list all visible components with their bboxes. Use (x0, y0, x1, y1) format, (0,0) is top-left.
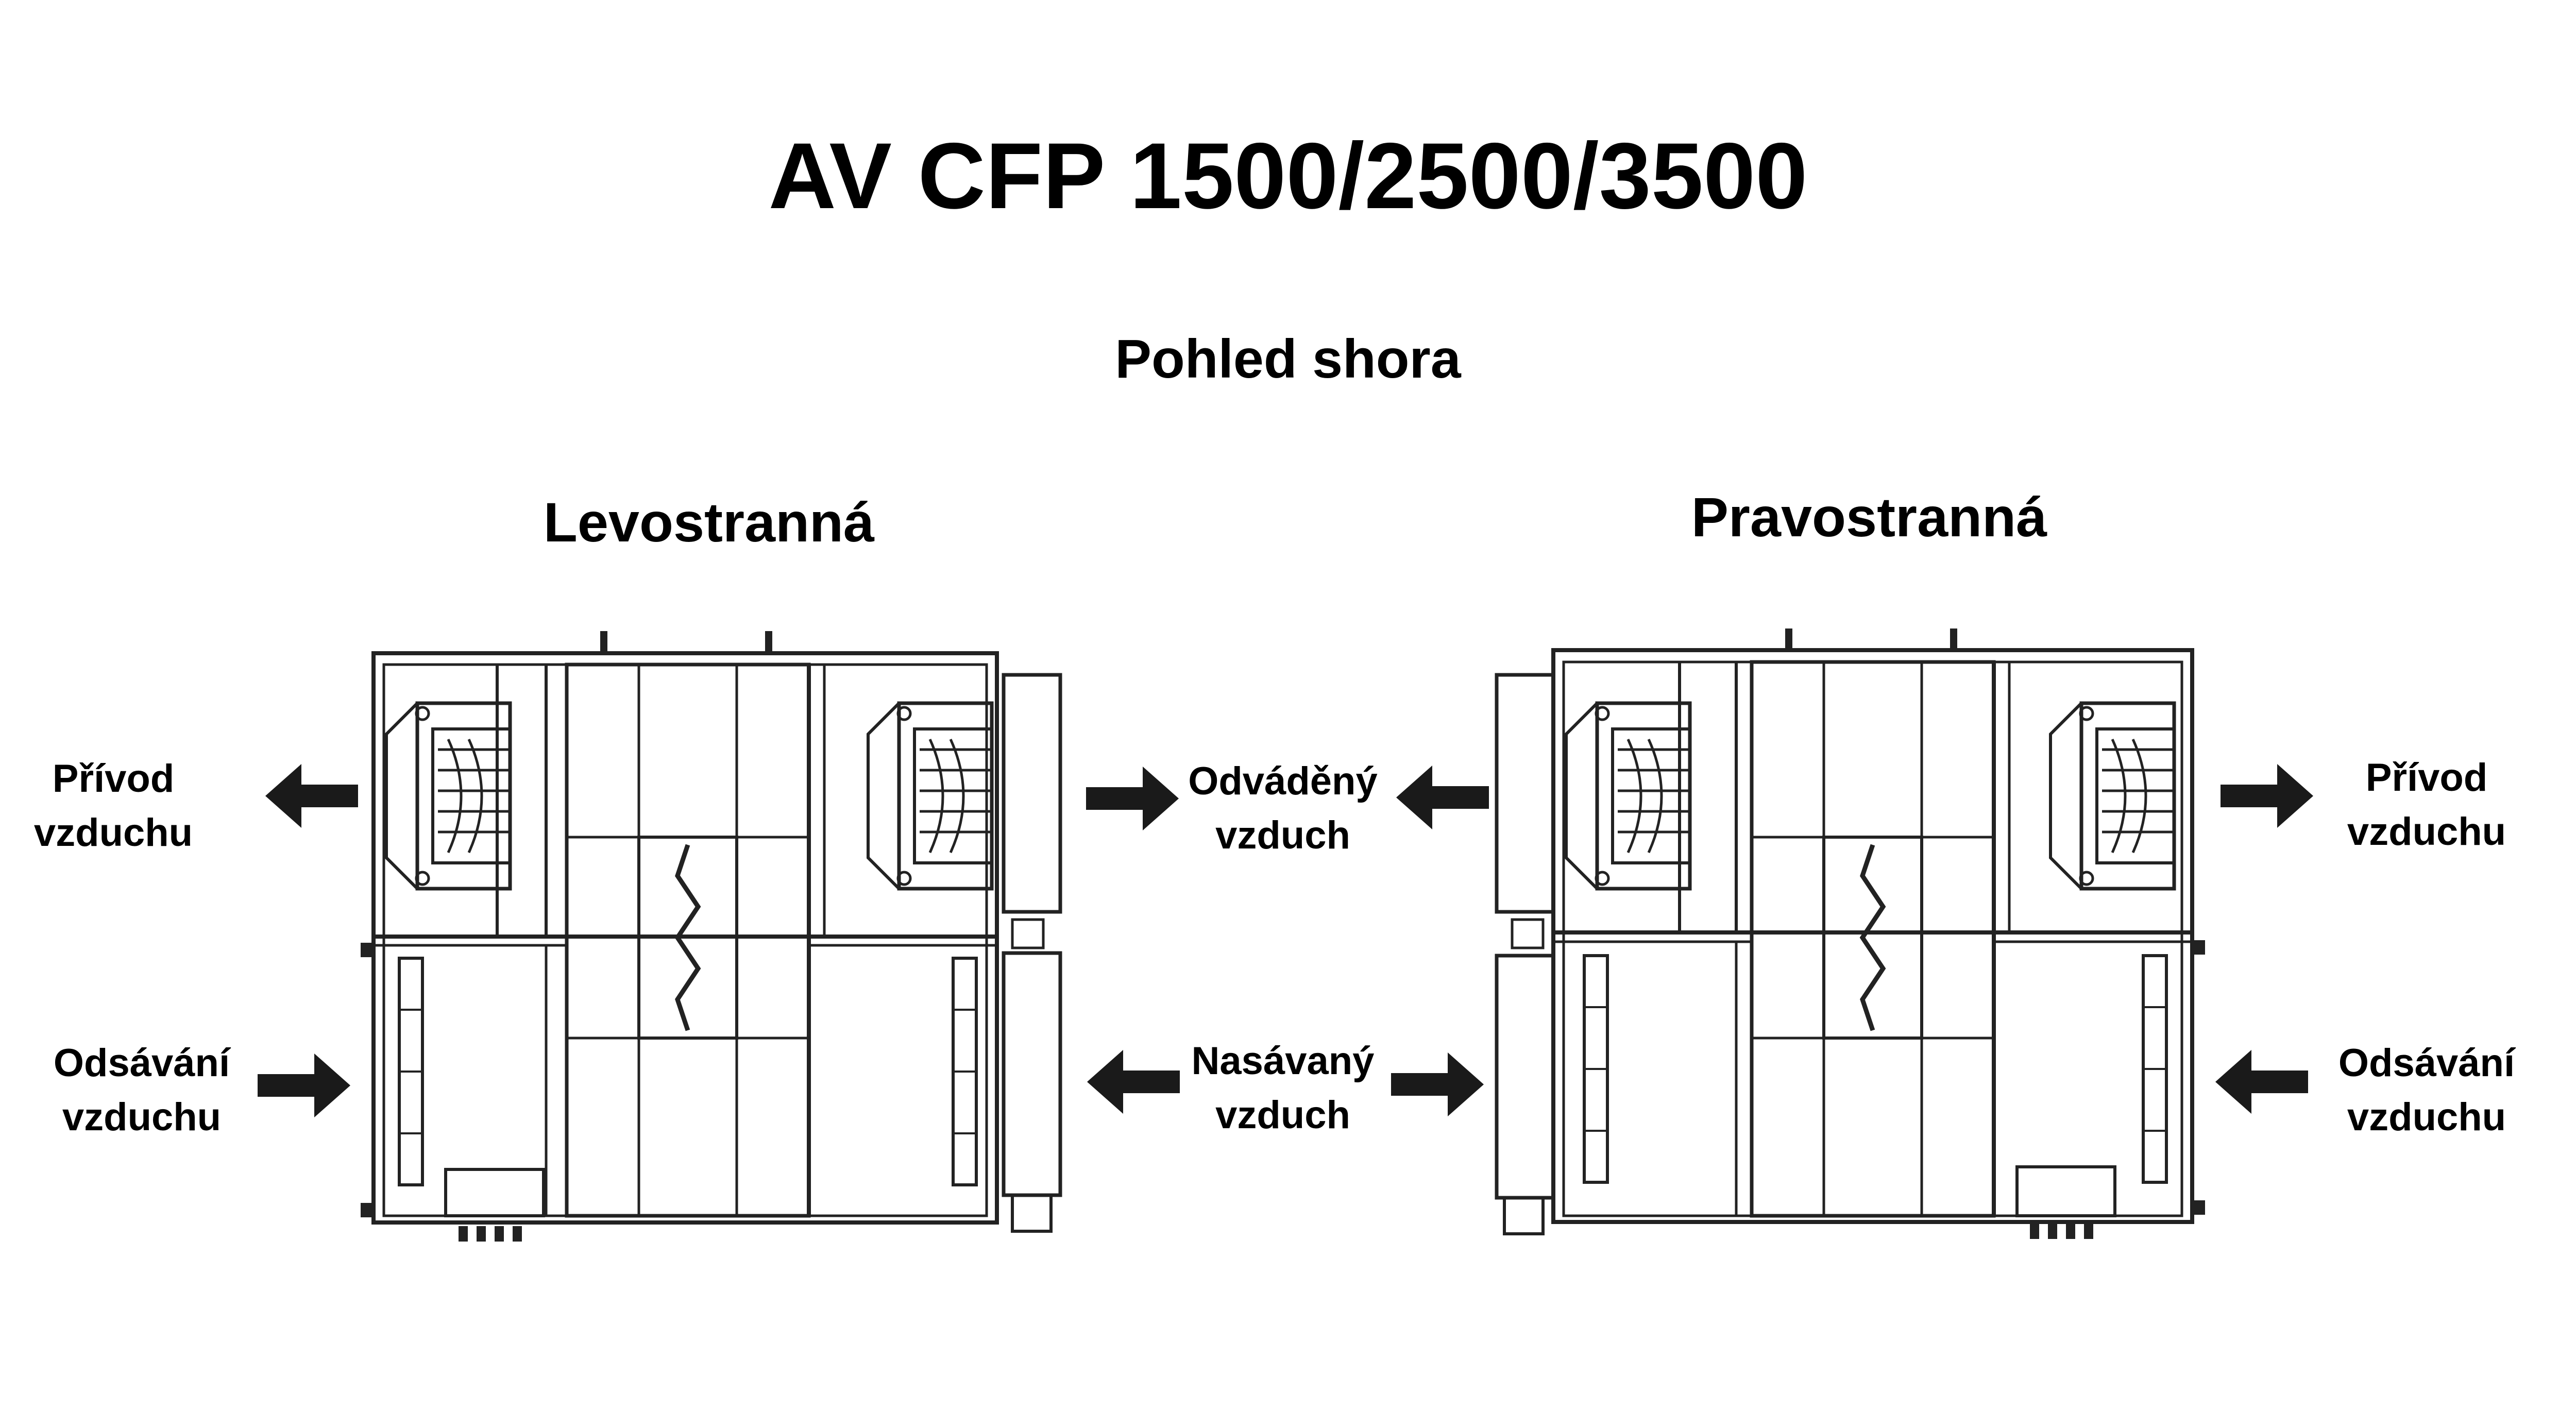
right-supply-arrow-icon (2221, 764, 2313, 828)
view-subtitle: Pohled shora (1115, 329, 1461, 389)
left-extract-arrow-icon (258, 1054, 350, 1117)
left-exhaust-arrow-icon (1086, 767, 1179, 830)
left-unit-drawing (361, 631, 1062, 1242)
left-extract-fan-icon (868, 703, 992, 889)
right-unit-drawing (1495, 628, 2205, 1239)
right-supply-fan-icon (2050, 703, 2174, 889)
right-extract-arrow-icon (2215, 1050, 2308, 1114)
main-title: AV CFP 1500/2500/3500 (768, 123, 1808, 228)
left-intake-arrow-icon (1087, 1050, 1180, 1114)
left-variant-title: Levostranná (543, 491, 875, 553)
left-supply-fan-icon (386, 703, 510, 889)
right-intake-arrow-icon (1391, 1052, 1484, 1116)
right-exhaust-arrow-icon (1396, 766, 1489, 829)
left-supply-arrow-icon (265, 764, 358, 828)
right-exhaust-fan-icon (1566, 703, 1690, 889)
right-variant-title: Pravostranná (1691, 486, 2047, 548)
